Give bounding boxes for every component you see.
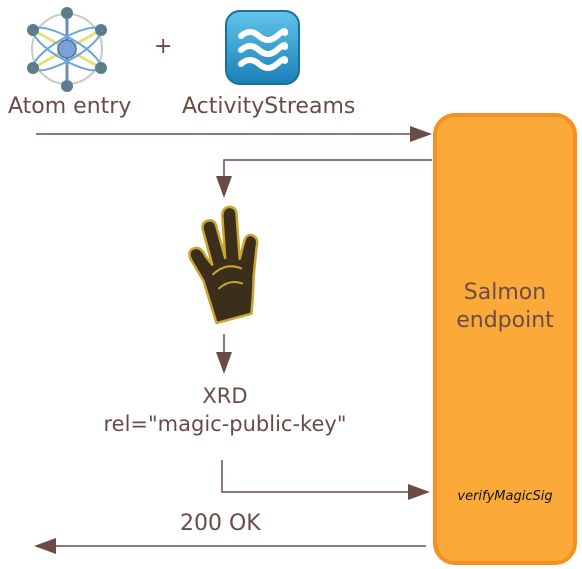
arrow-response xyxy=(34,538,426,554)
activitystreams-icon xyxy=(225,10,300,85)
verify-magic-sig-label: verifyMagicSig xyxy=(457,489,553,504)
arrow-xrd-to-verify xyxy=(221,460,430,500)
arrow-discovery-to-xrd xyxy=(216,334,232,374)
arrow-post-to-endpoint xyxy=(36,126,432,142)
salmon-endpoint-label: Salmon endpoint xyxy=(456,280,554,333)
arrow-endpoint-to-discovery xyxy=(216,159,432,198)
atom-icon xyxy=(27,7,107,92)
salmon-endpoint-box: Salmon endpoint verifyMagicSig xyxy=(433,113,577,565)
activitystreams-label: ActivityStreams xyxy=(182,94,356,119)
response-label: 200 OK xyxy=(180,511,261,536)
plus-sign: + xyxy=(154,34,173,59)
xrd-label: XRD rel="magic-public-key" xyxy=(103,384,347,436)
atom-entry-label: Atom entry xyxy=(8,94,132,119)
hand-icon xyxy=(188,205,259,325)
